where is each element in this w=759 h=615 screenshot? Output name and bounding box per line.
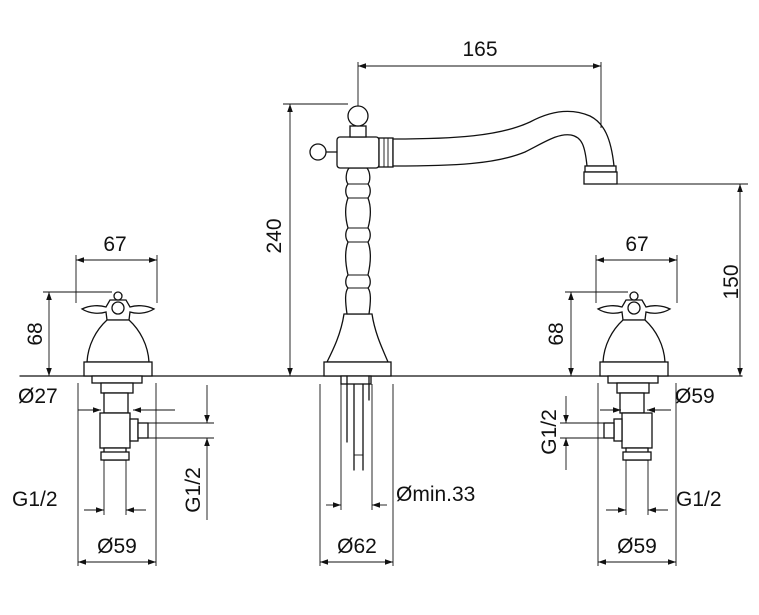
left-handle-index — [111, 301, 125, 315]
base-right-label: Ø59 — [617, 535, 657, 558]
hole-min-label: Ømin.33 — [396, 483, 475, 506]
base-center-label: Ø62 — [337, 535, 377, 558]
total-height-label: 240 — [263, 218, 286, 253]
spout-height-label: 150 — [720, 264, 743, 299]
base-left-label: Ø59 — [97, 535, 137, 558]
right-handle-index — [627, 301, 641, 315]
spout-assembly — [309, 105, 618, 471]
dimension-spout-height: 150 — [617, 183, 748, 376]
dimension-base-right: Ø59 — [597, 383, 677, 566]
dimension-total-height: 240 — [263, 103, 348, 376]
lever-knob-top — [347, 105, 369, 127]
right-handle-height-label: 68 — [545, 322, 568, 345]
right-elbow — [621, 412, 653, 449]
left-elbow — [99, 412, 131, 449]
spout-base-bell — [325, 313, 389, 363]
spout-arm — [392, 110, 615, 167]
right-valve — [596, 291, 672, 461]
dimension-left-thread-vertical: G1/2 — [148, 385, 214, 520]
dimension-base-center: Ø62 — [319, 384, 394, 566]
dimension-base-left: Ø59 — [77, 383, 157, 566]
right-thread-horizontal-label: G1/2 — [676, 488, 722, 511]
right-handle-width-label: 67 — [625, 233, 648, 256]
spout-valve-body — [336, 136, 380, 169]
dimension-right-flange: Ø59 — [600, 385, 715, 413]
left-handle-width-label: 67 — [103, 233, 126, 256]
left-valve-bell — [86, 319, 150, 363]
right-flange-label: Ø59 — [675, 385, 715, 408]
dimension-left-handle-width: 67 — [75, 233, 158, 303]
left-thread-horizontal-label: G1/2 — [12, 488, 58, 511]
dimension-right-handle-width: 67 — [595, 233, 678, 303]
dimension-right-thread-horizontal: G1/2 — [606, 460, 722, 515]
right-valve-bell — [602, 319, 666, 363]
dimension-right-handle-height: 68 — [545, 291, 628, 376]
dimension-left-handle-height: 68 — [24, 291, 112, 376]
spout-shank — [340, 375, 372, 385]
spout-column — [344, 167, 372, 315]
spout-base-plate — [323, 361, 392, 377]
dimension-left-thread-horizontal: G1/2 — [12, 460, 146, 515]
dimension-left-flange: Ø27 — [18, 385, 175, 413]
left-thread-vertical-label: G1/2 — [182, 467, 205, 513]
left-valve — [80, 291, 156, 461]
dimension-spout-reach: 165 — [357, 38, 602, 128]
left-flange-label: Ø27 — [18, 385, 58, 408]
dimension-right-thread-vertical: G1/2 — [538, 396, 604, 470]
dimension-hole-min: Ømin.33 — [326, 384, 475, 510]
left-handle-height-label: 68 — [24, 322, 47, 345]
spout-reach-label: 165 — [462, 38, 497, 61]
lever-knob-left — [309, 143, 327, 161]
right-thread-vertical-label: G1/2 — [538, 409, 561, 455]
